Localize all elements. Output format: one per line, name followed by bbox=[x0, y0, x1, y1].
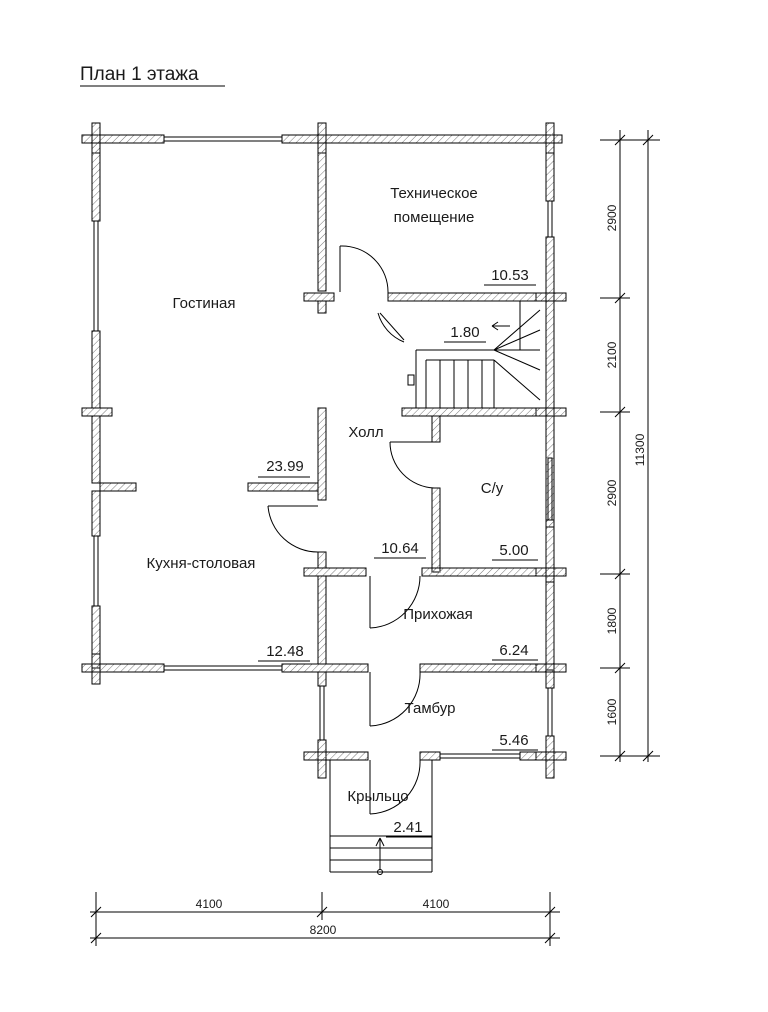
gostinaya-name: Гостиная bbox=[173, 295, 236, 312]
porch-steps bbox=[329, 760, 433, 875]
krylco-area: 2.41 bbox=[393, 819, 422, 836]
krylco-name: Крыльцо bbox=[347, 788, 408, 805]
dim-bottom-1: 4100 bbox=[196, 897, 223, 911]
dim-right-1: 2900 bbox=[605, 204, 619, 231]
tambur-name: Тамбур bbox=[405, 700, 456, 717]
tech-room-name-line2: помещение bbox=[394, 209, 475, 226]
su-area: 5.00 bbox=[499, 542, 528, 559]
stair-area: 1.80 bbox=[450, 324, 479, 341]
dim-right-total: 11300 bbox=[633, 433, 647, 466]
tech-room-name-line1: Техническое bbox=[390, 185, 478, 202]
prihozhaya-area: 6.24 bbox=[499, 642, 528, 659]
kuhnya-area: 12.48 bbox=[266, 643, 304, 660]
plan-title: План 1 этажа bbox=[80, 64, 199, 85]
dim-bottom-total: 8200 bbox=[310, 923, 337, 937]
dimensions-right: 2900 2100 2900 1800 1600 11300 bbox=[600, 130, 660, 762]
dimensions-bottom: 4100 4100 8200 bbox=[90, 892, 560, 946]
room-labels: Техническое помещение 10.53 Гостиная 23.… bbox=[147, 185, 538, 838]
dim-right-4: 1800 bbox=[605, 607, 619, 634]
gostinaya-area: 23.99 bbox=[266, 458, 304, 475]
dim-right-2: 2100 bbox=[605, 341, 619, 368]
doors bbox=[267, 245, 435, 815]
dim-right-5: 1600 bbox=[605, 698, 619, 725]
su-name: С/у bbox=[481, 480, 504, 497]
prihozhaya-name: Прихожая bbox=[403, 606, 473, 623]
dim-bottom-2: 4100 bbox=[423, 897, 450, 911]
holl-area: 10.64 bbox=[381, 540, 419, 557]
kuhnya-name: Кухня-столовая bbox=[147, 555, 256, 572]
dim-right-3: 2900 bbox=[605, 479, 619, 506]
tambur-area: 5.46 bbox=[499, 732, 528, 749]
holl-name: Холл bbox=[348, 424, 383, 441]
tech-room-area: 10.53 bbox=[491, 267, 529, 284]
stairs bbox=[407, 301, 541, 408]
walls bbox=[81, 122, 567, 779]
